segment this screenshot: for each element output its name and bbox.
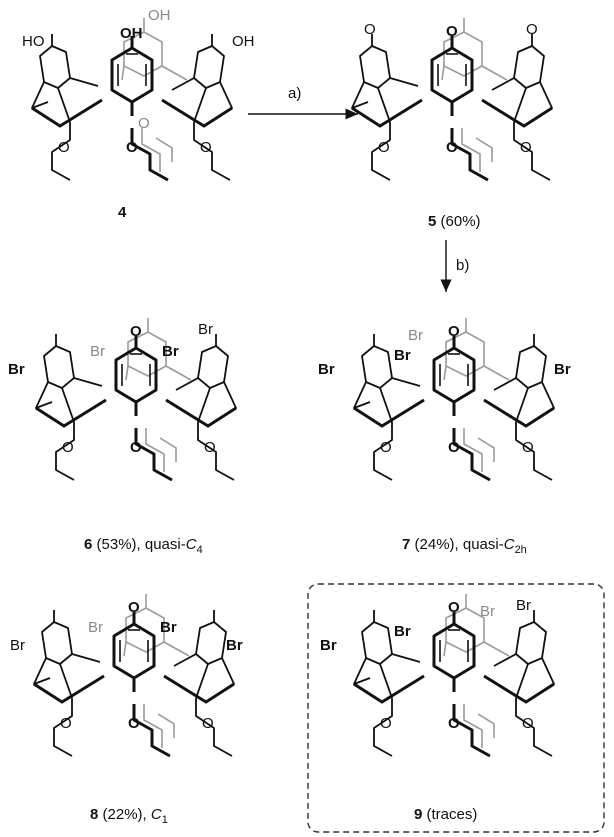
oxygen-label: O — [522, 715, 534, 732]
oxygen-label: O — [60, 715, 72, 732]
oxygen-front-label: O — [126, 139, 138, 156]
oxygen-label: O — [130, 439, 142, 456]
oxygen-label: O — [448, 599, 460, 616]
reagent-label-b: b) — [456, 257, 469, 274]
oxygen-label: O — [448, 323, 460, 340]
oxygen-label: O — [522, 439, 534, 456]
bromine-label: Br — [198, 321, 213, 338]
bromine-label: Br — [160, 619, 177, 636]
bromine-label: Br — [516, 597, 531, 614]
compound-9: Br Br Br Br O O O O — [320, 592, 556, 758]
oxygen-back-label: O — [138, 115, 150, 132]
compound-5-label: 5 (60%) — [428, 213, 481, 230]
bromine-label: Br — [394, 347, 411, 364]
bromine-label: Br — [162, 343, 179, 360]
hydroxyl-top-label: OH — [120, 25, 143, 42]
bromine-label: Br — [88, 619, 103, 636]
compound-9-label: 9 (traces) — [414, 806, 477, 823]
compound-4: HO OH OH OH O O O O — [22, 7, 255, 182]
compound-5: O O O O O O — [350, 16, 554, 182]
bromine-label: Br — [394, 623, 411, 640]
oxygen-label: O — [446, 23, 458, 40]
traces-box — [307, 583, 605, 833]
oxygen-label: O — [204, 439, 216, 456]
oxygen-label: O — [380, 715, 392, 732]
bromine-label: Br — [226, 637, 243, 654]
oxygen-label: O — [128, 715, 140, 732]
oxygen-right-label: O — [200, 139, 212, 156]
oxygen-label: O — [526, 21, 538, 38]
oxygen-label: O — [448, 715, 460, 732]
bromine-label: Br — [8, 361, 25, 378]
reagent-label-a: a) — [288, 85, 301, 102]
compound-8-label: 8 (22%), C1 — [90, 806, 168, 826]
bromine-label: Br — [10, 637, 25, 654]
hydroxyl-right-label: OH — [232, 33, 255, 50]
oxygen-label: O — [446, 139, 458, 156]
bromine-label: Br — [90, 343, 105, 360]
oxygen-left-label: O — [58, 139, 70, 156]
compound-6-label: 6 (53%), quasi-C4 — [84, 536, 203, 556]
compound-6: Br Br Br Br O O O O — [8, 316, 238, 482]
oxygen-label: O — [62, 439, 74, 456]
compound-7: Br Br Br Br O O O O — [318, 316, 571, 482]
hydroxyl-left-label: HO — [22, 33, 45, 50]
oxygen-label: O — [380, 439, 392, 456]
oxygen-label: O — [130, 323, 142, 340]
bromine-label: Br — [408, 327, 423, 344]
bromine-label: Br — [554, 361, 571, 378]
oxygen-label: O — [364, 21, 376, 38]
oxygen-label: O — [520, 139, 532, 156]
oxygen-label: O — [378, 139, 390, 156]
hydroxyl-back-label: OH — [148, 7, 171, 24]
compound-8: Br Br Br Br O O O O — [10, 592, 243, 758]
bromine-label: Br — [318, 361, 335, 378]
compound-4-number: 4 — [118, 204, 127, 221]
compound-7-label: 7 (24%), quasi-C2h — [402, 536, 527, 556]
bromine-label: Br — [480, 603, 495, 620]
bromine-label: Br — [320, 637, 337, 654]
oxygen-label: O — [202, 715, 214, 732]
oxygen-label: O — [128, 599, 140, 616]
oxygen-label: O — [448, 439, 460, 456]
